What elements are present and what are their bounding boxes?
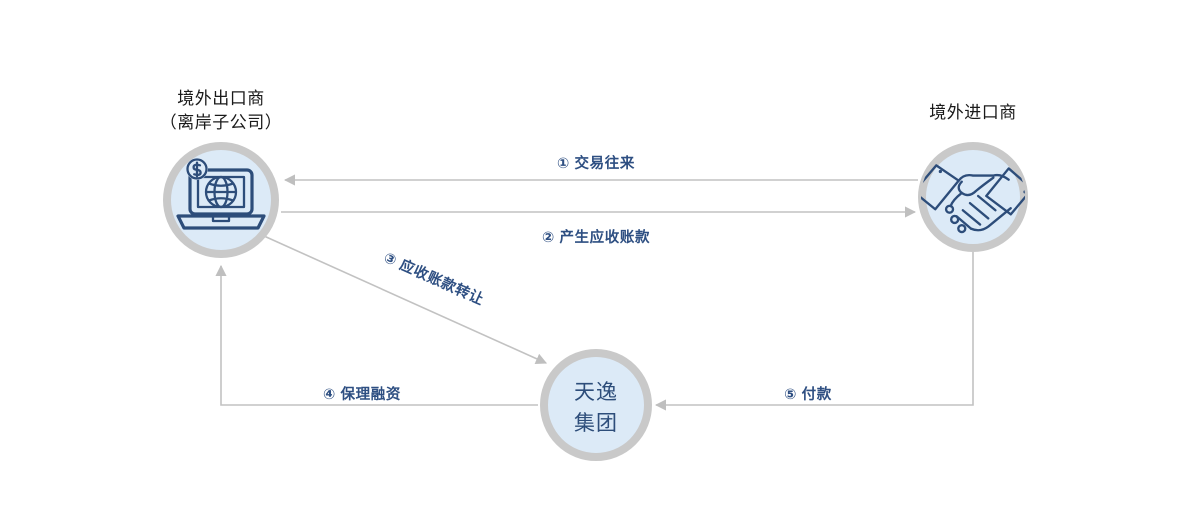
flow-label-4: ④ 保理融资: [323, 385, 401, 403]
flow-label-5: ⑤ 付款: [784, 385, 832, 403]
flow-label-2: ② 产生应收账款: [542, 228, 650, 246]
importer-title-line1: 境外进口商: [929, 103, 1017, 122]
exporter-circle: [163, 142, 279, 258]
node-exporter[interactable]: 境外出口商 （离岸子公司）: [160, 89, 283, 258]
exporter-title-line1: 境外出口商: [177, 89, 265, 108]
connector-flow-4: [215, 264, 538, 406]
exporter-title-line2: （离岸子公司）: [160, 113, 283, 132]
connector-flow-5: [654, 252, 974, 411]
node-importer[interactable]: 境外进口商: [914, 103, 1032, 252]
connector-flow-3: [263, 235, 548, 364]
tianyi-group-label-line1: 天逸: [574, 381, 618, 404]
tianyi-group-label-line2: 集团: [574, 412, 618, 435]
tianyi-group-circle: [540, 349, 652, 461]
flow-label-1: ① 交易往来: [557, 154, 635, 172]
importer-circle: [918, 142, 1028, 252]
flow-label-3: ③ 应收账款转让: [381, 248, 487, 308]
laptop-globe-dollar-icon: [176, 158, 266, 230]
node-tianyi-group[interactable]: 天逸 集团: [540, 349, 652, 461]
